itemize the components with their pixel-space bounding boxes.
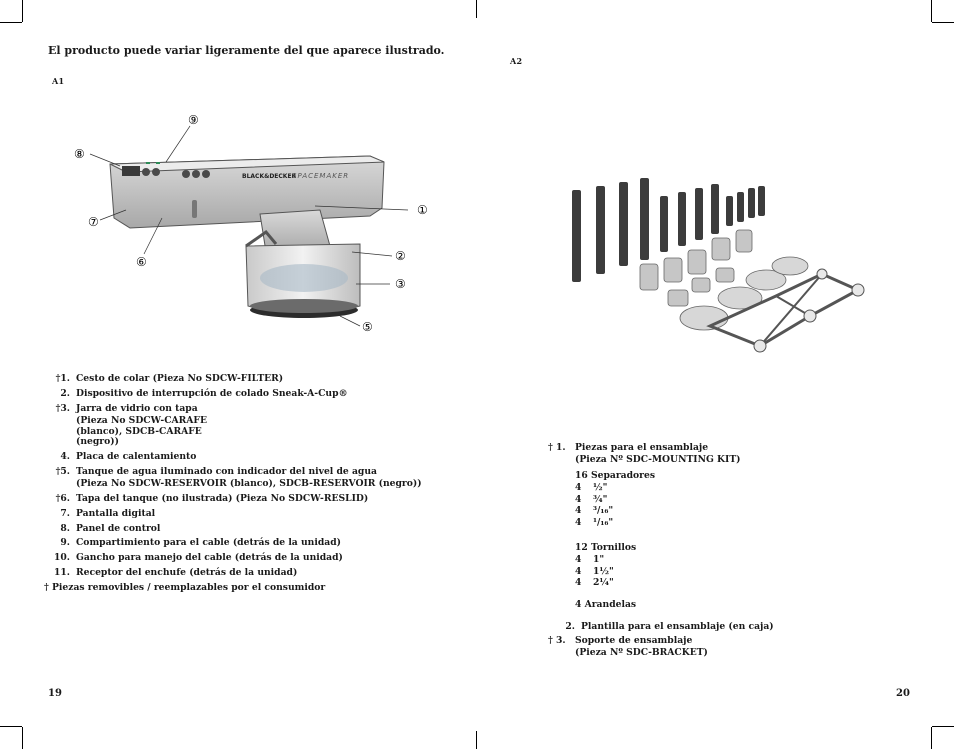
list-item: †5.Tanque de agua iluminado con indicado… bbox=[55, 465, 422, 490]
model-name: SPACEMAKER bbox=[292, 172, 349, 180]
callout-7: ⑦ bbox=[88, 215, 99, 229]
callout-9: ⑨ bbox=[188, 113, 199, 127]
callout-6: ⑥ bbox=[136, 255, 147, 269]
brand-logo: BLACK&DECKER bbox=[242, 173, 297, 180]
list-item: 7.Pantalla digital bbox=[60, 507, 156, 519]
list-item: 11.Receptor del enchufe (detrás de la un… bbox=[54, 566, 298, 578]
assembly-list: † 1.Piezas para el ensamblaje (Pieza Nº … bbox=[548, 442, 774, 658]
callout-3: ③ bbox=[395, 277, 406, 291]
list-item: †1.Cesto de colar (Pieza No SDCW-FILTER) bbox=[55, 373, 284, 384]
coffee-maker-illustration: BLACK&DECKER SPACEMAKER ① ② ③ ⑤ ⑥ ⑦ ⑧ ⑨ bbox=[74, 113, 428, 334]
center-mark bbox=[476, 0, 477, 18]
crop-mark bbox=[22, 0, 23, 22]
list-item: † 3.Soporte de ensamblaje bbox=[548, 635, 693, 646]
list-item: 2.Plantilla para el ensamblaje (en caja) bbox=[565, 620, 774, 632]
intro-note: El producto puede variar ligeramente del… bbox=[48, 44, 445, 57]
list-item: 4.Placa de calentamiento bbox=[60, 450, 197, 462]
parts-footnote: † Piezas removibles / reemplazables por … bbox=[44, 581, 326, 593]
list-item: † 1.Piezas para el ensamblaje bbox=[548, 442, 709, 453]
mounting-kit-illustration bbox=[572, 178, 865, 353]
list-item: 2.Dispositivo de interrupción de colado … bbox=[60, 387, 348, 399]
list-item: (Pieza Nº SDC-BRACKET) bbox=[575, 646, 708, 658]
page-number-right: 20 bbox=[896, 688, 910, 699]
callout-5: ⑤ bbox=[362, 320, 373, 334]
crop-mark bbox=[931, 727, 932, 749]
list-item: 9.Compartimiento para el cable (detrás d… bbox=[60, 537, 341, 549]
callout-1: ① bbox=[417, 203, 428, 217]
list-item: †6.Tapa del tanque (no ilustrada) (Pieza… bbox=[55, 492, 369, 504]
list-item: †3.Jarra de vidrio con tapa(Pieza No SDC… bbox=[55, 402, 207, 448]
center-mark bbox=[476, 731, 477, 749]
callout-2: ② bbox=[395, 249, 406, 263]
figure-label-a1: A1 bbox=[52, 76, 65, 86]
callout-8: ⑧ bbox=[74, 147, 85, 161]
crop-mark bbox=[0, 726, 22, 727]
list-item: 8.Panel de control bbox=[60, 522, 161, 534]
crop-mark bbox=[932, 726, 954, 727]
figure-label-a2: A2 bbox=[510, 56, 523, 66]
crop-mark bbox=[22, 727, 23, 749]
crop-mark bbox=[932, 22, 954, 23]
parts-list: †1.Cesto de colar (Pieza No SDCW-FILTER)… bbox=[44, 372, 422, 596]
crop-mark bbox=[931, 0, 932, 22]
page-number-left: 19 bbox=[48, 688, 62, 699]
crop-mark bbox=[0, 22, 22, 23]
list-item: (Pieza Nº SDC-MOUNTING KIT) bbox=[575, 453, 741, 465]
list-item: 10.Gancho para manejo del cable (detrás … bbox=[54, 552, 343, 564]
